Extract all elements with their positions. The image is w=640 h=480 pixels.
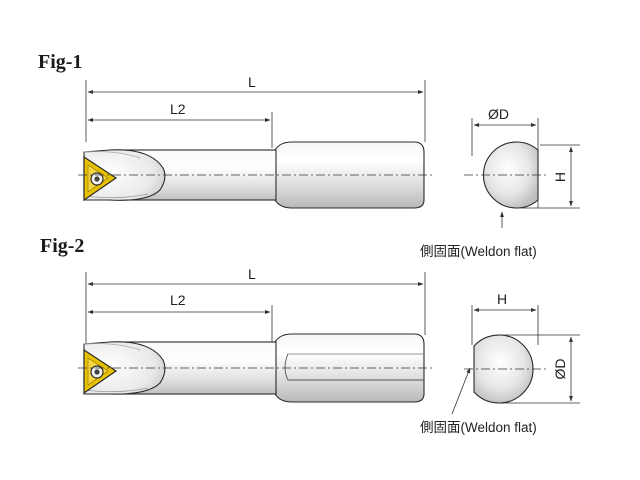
- weldon-flat-note: 側固面(Weldon flat): [420, 420, 537, 435]
- dim-label-L2: L2: [170, 292, 186, 308]
- figure-title: Fig-1: [38, 51, 82, 73]
- dim-label-diameter: ØD: [488, 106, 509, 122]
- figure-2: Fig-2 L L2: [40, 235, 580, 435]
- boring-bar-shank: [83, 333, 425, 403]
- dim-label-L: L: [248, 74, 256, 90]
- dim-label-L2: L2: [170, 101, 186, 117]
- leader-arrow: [451, 367, 471, 415]
- dim-label-H: H: [552, 172, 568, 182]
- triangular-insert-icon: [83, 155, 118, 202]
- shank-cross-section: ØD H 側固面(Weldon flat): [420, 106, 580, 259]
- weldon-flat-note: 側固面(Weldon flat): [420, 244, 537, 259]
- dim-label-L: L: [248, 266, 256, 282]
- figure-title: Fig-2: [40, 235, 84, 257]
- figure-1: Fig-1 L L2: [38, 51, 580, 259]
- triangular-insert-icon: [83, 348, 118, 395]
- dim-label-diameter: ØD: [552, 359, 568, 380]
- dim-label-H: H: [497, 291, 507, 307]
- shank-cross-section: H ØD 側固面(Weldon flat): [420, 291, 580, 435]
